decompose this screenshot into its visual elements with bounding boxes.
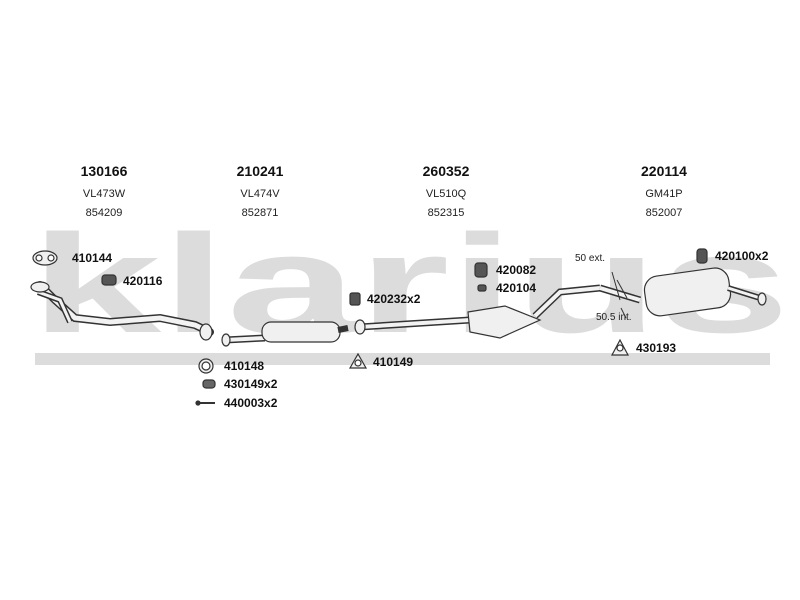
assembly-ref-852007: 852007 (645, 207, 683, 219)
front-pipe-130166-icon (30, 281, 214, 341)
part-label-420100x2: 420100x2 (715, 249, 769, 263)
intermediate-silencer-260352-icon (354, 284, 601, 339)
clamp-430149-icon (202, 379, 216, 389)
mount-420116-icon (101, 274, 117, 286)
centre-silencer-210241-icon (221, 321, 349, 347)
part-label-430193: 430193 (636, 341, 677, 355)
part-label-420104: 420104 (496, 281, 537, 295)
part-label-430149x2: 430149x2 (224, 377, 278, 391)
watermark-band (35, 353, 770, 365)
assembly-model-vl473w: VL473W (82, 188, 126, 200)
note-50-ext: 50 ext. (575, 253, 606, 264)
assembly-model-vl474v: VL474V (240, 188, 280, 200)
part-label-410144: 410144 (72, 251, 113, 265)
part-label-410149: 410149 (373, 355, 414, 369)
part-label-440003x2: 440003x2 (224, 396, 278, 410)
assembly-ref-852871: 852871 (241, 207, 279, 219)
assembly-model-vl510q: VL510Q (425, 188, 467, 200)
assembly-code-260352: 260352 (422, 163, 470, 179)
gasket-410149-icon (348, 352, 368, 369)
assembly-ref-852315: 852315 (427, 207, 465, 219)
part-label-420082: 420082 (496, 263, 537, 277)
note-50-5-int: 50.5 int. (596, 312, 632, 323)
bracket-430193-icon (611, 338, 629, 356)
part-label-420232x2: 420232x2 (367, 292, 421, 306)
assembly-ref-854209: 854209 (85, 207, 123, 219)
gasket-410144-icon (32, 250, 58, 266)
assembly-model-gm41p: GM41P (645, 188, 683, 200)
assembly-code-220114: 220114 (641, 163, 687, 179)
part-label-410148: 410148 (224, 359, 265, 373)
mount-420104-icon (477, 284, 487, 292)
rear-silencer-220114-icon (598, 267, 767, 317)
part-label-420116: 420116 (123, 274, 163, 288)
hanger-420100-icon (696, 248, 708, 264)
assembly-code-130166: 130166 (80, 163, 128, 179)
clamp-420232-icon (349, 292, 361, 306)
mount-420082-icon (474, 262, 488, 278)
assembly-code-210241: 210241 (236, 163, 284, 179)
